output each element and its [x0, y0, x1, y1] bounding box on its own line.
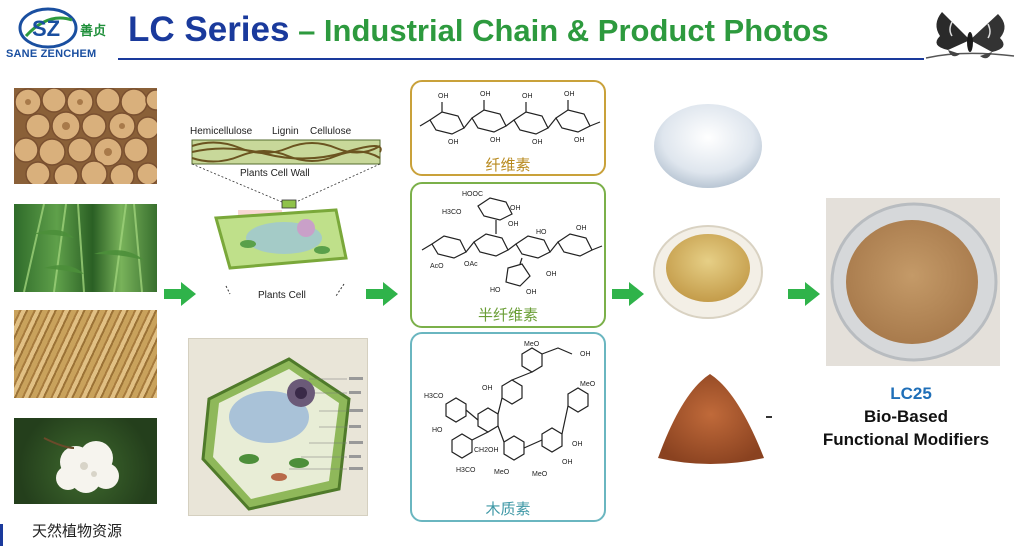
svg-text:OH: OH	[482, 385, 493, 392]
brown-lignin-powder-photo	[658, 374, 764, 464]
butterfly-icon	[925, 12, 1015, 59]
natural-plant-resources-label: 天然植物资源	[32, 522, 123, 540]
svg-text:OH: OH	[438, 93, 449, 100]
plant-cell-wall-diagram: Hemicellulose Lignin Cellulose Plants Ce…	[190, 126, 382, 301]
hemicellulose-name: 半纤维素	[477, 306, 538, 324]
arrow-right-icon	[366, 282, 398, 306]
svg-text:MeO: MeO	[524, 341, 540, 348]
white-cellulose-powder-photo	[654, 104, 762, 188]
wood-logs-photo	[14, 88, 157, 184]
title-subtitle: – Industrial Chain & Product Photos	[289, 13, 829, 48]
arrow-right-icon	[164, 282, 196, 306]
plant-cell-textbook-diagram	[188, 338, 368, 516]
svg-text:AcO: AcO	[430, 263, 444, 270]
label-hemicellulose: Hemicellulose	[190, 126, 253, 137]
straw-photo	[14, 310, 157, 398]
header-divider	[118, 58, 924, 60]
company-logo: SZ 善贞 SANE ZENCHEM	[6, 6, 118, 64]
svg-text:OH: OH	[572, 441, 583, 448]
label-lignin: Lignin	[272, 126, 299, 137]
svg-text:OH: OH	[532, 139, 543, 146]
svg-text:MeO: MeO	[580, 381, 596, 388]
lc25-product-photo	[826, 198, 1000, 366]
svg-text:CH2OH: CH2OH	[474, 447, 499, 454]
svg-text:OH: OH	[510, 205, 521, 212]
cellulose-name: 纤维素	[485, 156, 531, 174]
cellulose-structure-card: OH OH OH OH OH OH OH OH 纤维素	[410, 80, 606, 176]
svg-text:H3CO: H3CO	[456, 467, 476, 474]
svg-text:OH: OH	[526, 289, 537, 296]
svg-text:OH: OH	[564, 91, 575, 98]
svg-text:OH: OH	[480, 91, 491, 98]
lignin-structure-card: MeO OH H3CO OH HO H3CO MeO MeO OH MeO CH2OH OH 木质…	[410, 332, 606, 522]
svg-text:OH: OH	[490, 137, 501, 144]
svg-text:H3CO: H3CO	[424, 393, 444, 400]
svg-text:MeO: MeO	[532, 471, 548, 478]
cellulose-structure-icon: OH OH OH OH OH OH OH OH	[419, 91, 601, 146]
svg-text:OH: OH	[522, 93, 533, 100]
product-name: LC25	[890, 384, 932, 403]
svg-text:OH: OH	[546, 271, 557, 278]
svg-text:OH: OH	[562, 459, 573, 466]
svg-text:MeO: MeO	[494, 469, 510, 476]
product-description-line1: Bio-Based	[863, 407, 949, 426]
logo-mark-text: SZ	[32, 16, 60, 41]
svg-text:OH: OH	[508, 221, 519, 228]
svg-text:OAc: OAc	[464, 261, 478, 268]
sz-logo-icon: SZ	[18, 7, 78, 49]
bamboo-photo	[14, 204, 157, 292]
svg-text:OH: OH	[448, 139, 459, 146]
cotton-photo	[14, 418, 157, 504]
svg-text:H3CO: H3CO	[442, 209, 462, 216]
lignin-dash-mark	[766, 416, 772, 418]
arrow-right-icon	[788, 282, 820, 306]
yellow-hemicellulose-powder-photo	[653, 225, 763, 319]
title-series: LC Series	[128, 10, 290, 49]
slide-edge-marker	[0, 524, 3, 546]
svg-text:HO: HO	[490, 287, 501, 294]
logo-company-name: SANE ZENCHEM	[6, 48, 97, 60]
svg-text:OH: OH	[580, 351, 591, 358]
lignin-name: 木质素	[485, 500, 531, 518]
arrow-right-icon	[612, 282, 644, 306]
label-plants-cell: Plants Cell	[258, 290, 306, 301]
product-description-line2: Functional Modifiers	[822, 430, 990, 449]
svg-text:OH: OH	[576, 225, 587, 232]
label-plants-cell-wall: Plants Cell Wall	[240, 168, 310, 179]
svg-text:OH: OH	[574, 137, 585, 144]
page-title: LC Series – Industrial Chain & Product P…	[128, 10, 829, 50]
svg-text:HOOC: HOOC	[462, 191, 483, 198]
svg-text:HO: HO	[536, 229, 547, 236]
logo-chinese-name: 善贞	[80, 24, 107, 39]
lignin-structure-icon: MeO OH H3CO OH HO H3CO MeO MeO OH MeO CH2OH OH	[424, 341, 596, 478]
label-cellulose: Cellulose	[310, 126, 352, 137]
svg-text:HO: HO	[432, 427, 443, 434]
